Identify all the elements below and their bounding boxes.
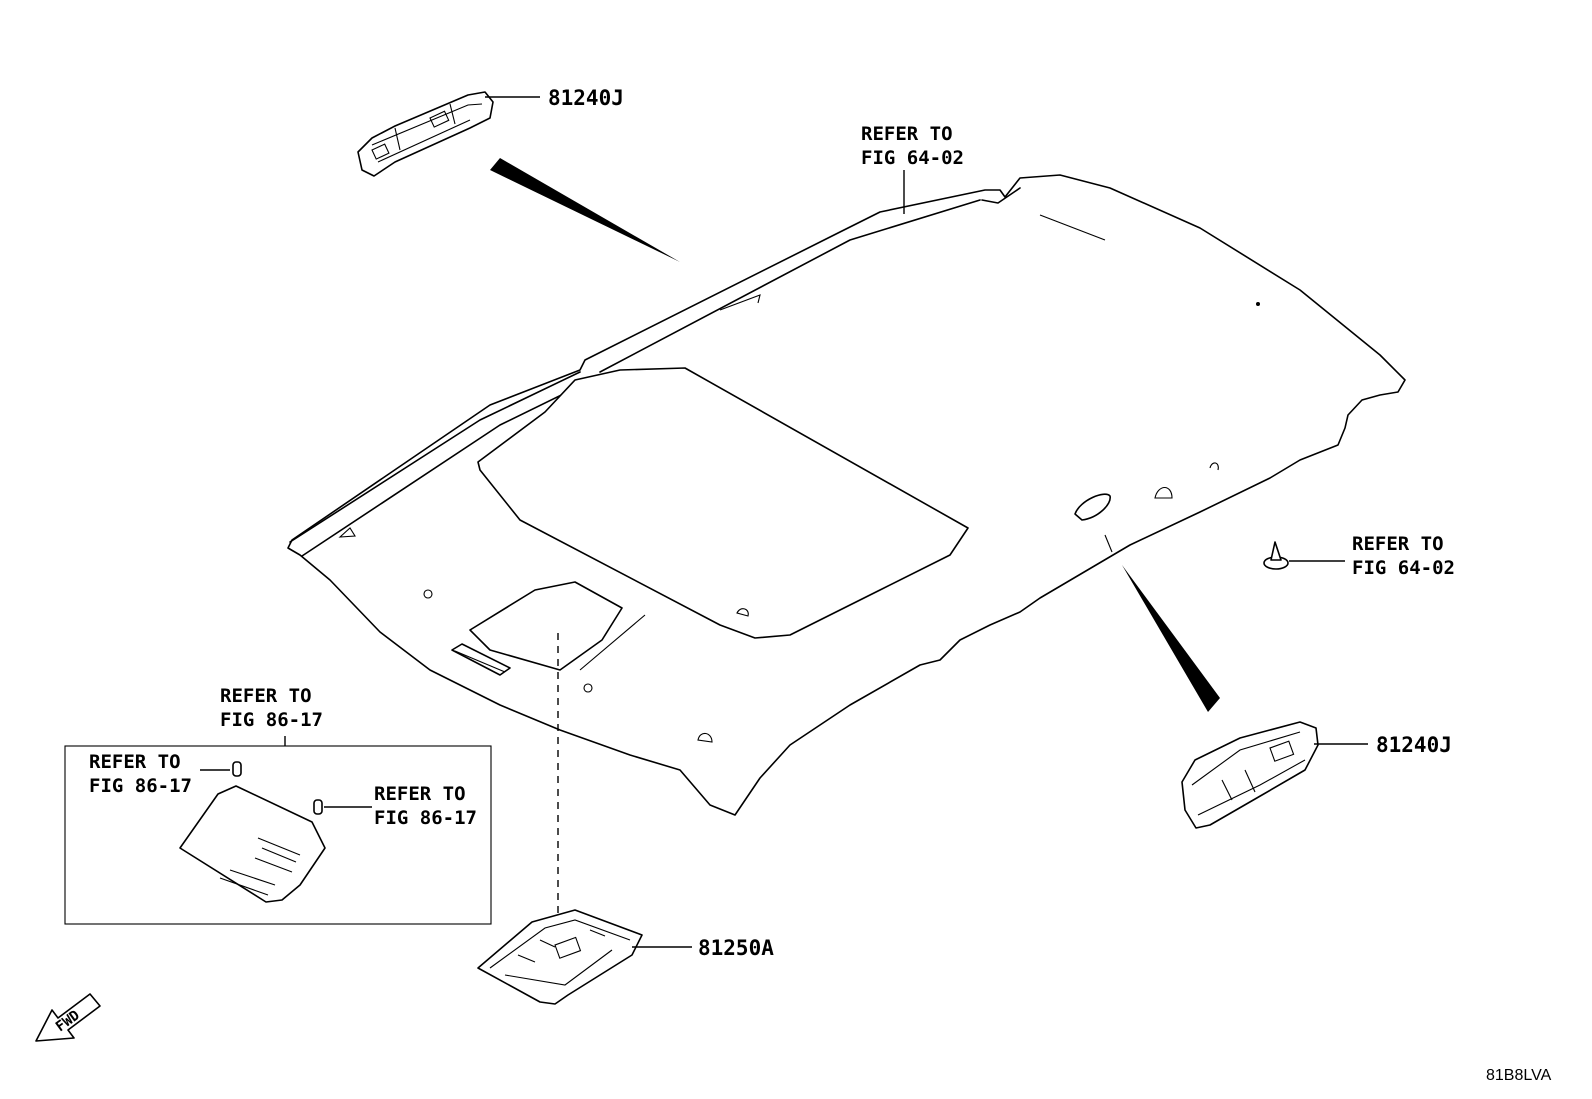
pointer-wedge-top [490,158,680,262]
part-number-81250A[interactable]: 81250A [698,936,774,960]
headliner-clip[interactable] [1263,541,1289,570]
roof-headliner [287,174,1406,816]
lens-clip-left[interactable] [232,761,242,777]
refer-roof-top-line1[interactable]: REFER TO [861,123,953,145]
refer-lamp-box-top-line1[interactable]: REFER TO [220,685,312,707]
refer-roof-top-line2[interactable]: FIG 64-02 [861,147,964,169]
part-number-81240J-top[interactable]: 81240J [548,86,624,110]
refer-lamp-box-left-line2[interactable]: FIG 86-17 [89,775,192,797]
refer-lamp-box-top-line2[interactable]: FIG 86-17 [220,709,323,731]
refer-lamp-box-right-line1[interactable]: REFER TO [374,783,466,805]
pointer-wedge-right [1122,565,1220,712]
part-number-81240J-right[interactable]: 81240J [1376,733,1452,757]
sun-visor-holder-right[interactable] [1181,721,1319,829]
sun-visor-holder-top[interactable] [357,91,494,177]
diagram-code: 81B8LVA [1486,1067,1552,1084]
refer-lamp-box-left-line1[interactable]: REFER TO [89,751,181,773]
inset-box [64,745,492,925]
map-lamp[interactable] [477,909,643,1005]
lens-clip-right[interactable] [313,799,323,815]
refer-clip-right-line2[interactable]: FIG 64-02 [1352,557,1455,579]
refer-clip-right-line1[interactable]: REFER TO [1352,533,1444,555]
refer-lamp-box-right-line2[interactable]: FIG 86-17 [374,807,477,829]
fwd-arrow: FWD [35,993,101,1042]
map-lamp-lens[interactable] [179,785,326,903]
